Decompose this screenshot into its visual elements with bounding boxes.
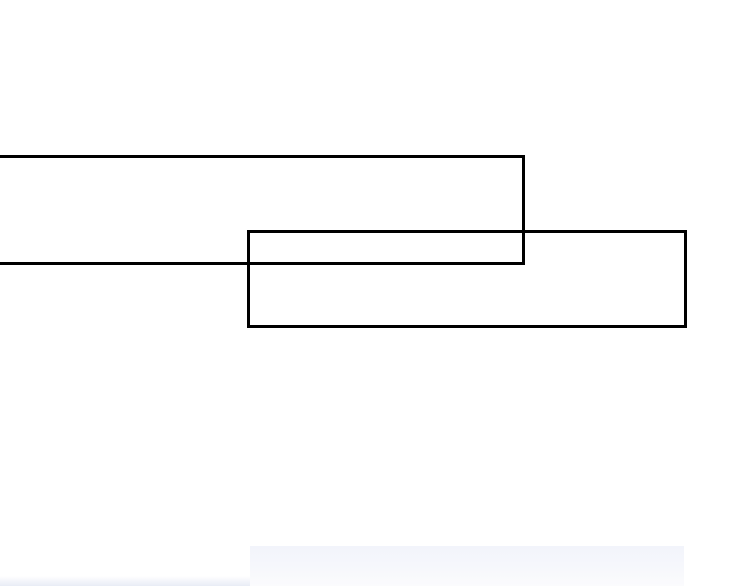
bottom-edge-strip-right — [250, 546, 684, 586]
rectangle-upper-left — [0, 155, 525, 265]
rectangle-lower-right — [247, 230, 687, 328]
bottom-edge-strip-left — [0, 576, 250, 586]
